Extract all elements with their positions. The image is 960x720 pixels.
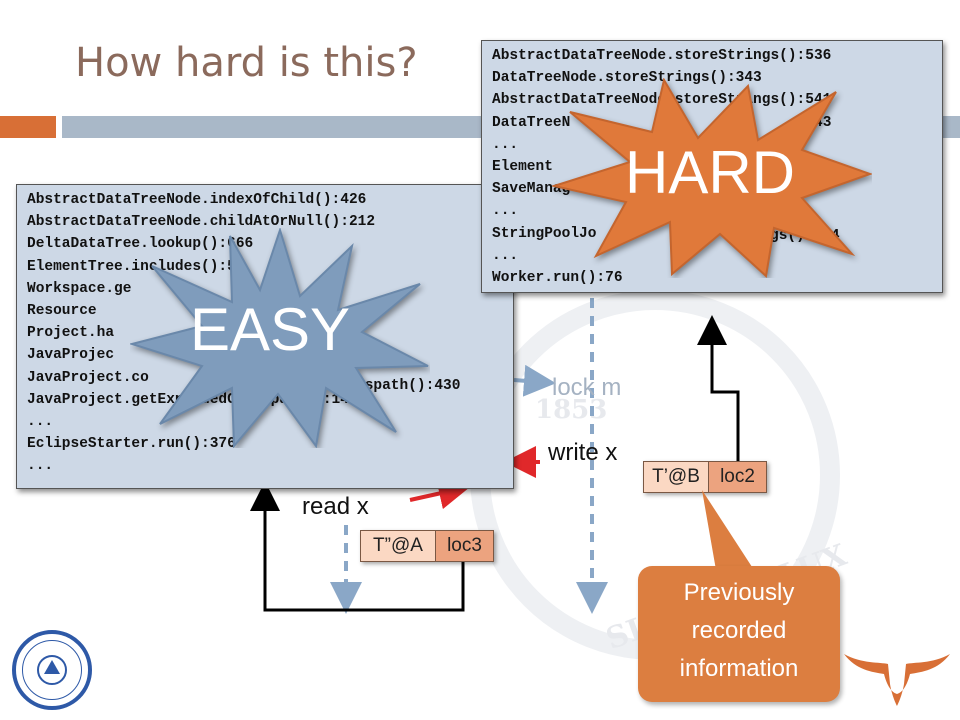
- easy-stack-line: Project.ha: [27, 325, 115, 342]
- callout-previously-recorded: Previously recorded information: [638, 566, 840, 702]
- hard-stack-line: DataTreeN: [492, 114, 571, 131]
- loc2-link: [697, 315, 740, 462]
- tag-b-loc: loc2: [709, 461, 767, 493]
- callout-pointer: [702, 490, 754, 570]
- slide-title: How hard is this?: [75, 40, 418, 86]
- callout-line-3: information: [679, 655, 799, 682]
- easy-stack-line: AbstractDataTreeNode.childAtOrNull():212: [27, 214, 376, 231]
- tag-a-loc: loc3: [436, 530, 494, 562]
- lock-label: lock m: [552, 374, 622, 401]
- tag-thread-b: T’@B loc2: [643, 461, 767, 493]
- hard-stack-line: Element: [492, 159, 553, 176]
- university-seal-logo: [12, 630, 92, 710]
- easy-stack-line: JavaProject.co: [27, 369, 149, 386]
- easy-stack-line: ...: [27, 458, 54, 475]
- write-label: write x: [548, 439, 618, 466]
- hard-stack-line: ...: [492, 203, 519, 220]
- easy-stack-line: Workspace.ge: [27, 280, 132, 297]
- hard-burst: [552, 78, 872, 278]
- easy-stack-line: JavaProjec: [27, 347, 115, 364]
- hard-stack-trace: AbstractDataTreeNode.storeStrings():536 …: [481, 40, 943, 293]
- hard-stack-line: ...: [492, 136, 519, 153]
- hard-stack-line: AbstractDataTreeNode.storeStrings():536: [492, 48, 832, 64]
- callout-line-2: recorded: [691, 617, 787, 644]
- hard-stack-line: SaveManag: [492, 181, 571, 198]
- longhorn-logo: [844, 654, 950, 706]
- seal-emblem-icon: [37, 655, 67, 685]
- easy-stack-line: EclipseStarter.run():376: [27, 436, 236, 453]
- tag-thread-a: T”@A loc3: [360, 530, 494, 562]
- hard-stack-line: Worker.run():76: [492, 270, 623, 287]
- watermark-year: 1853: [535, 395, 608, 425]
- hard-stack-line: StringPoolJo: [492, 225, 597, 242]
- tag-a-thread: T”@A: [360, 530, 436, 562]
- easy-stack-line: Resource: [27, 303, 97, 320]
- loc3-link: [250, 481, 465, 612]
- tag-b-thread: T’@B: [643, 461, 709, 493]
- read-write-arrow: [409, 477, 471, 510]
- accent-bar-orange: [0, 116, 56, 138]
- hard-stack-line: ...: [492, 289, 932, 292]
- easy-stack-line: AbstractDataTreeNode.indexOfChild():426: [27, 192, 367, 208]
- easy-stack-line: DeltaDataTree.lookup():666: [27, 236, 254, 253]
- easy-burst-label: EASY: [190, 296, 351, 363]
- easy-stack-line: ...: [27, 414, 54, 431]
- hard-stack-line: ...: [492, 247, 519, 264]
- lock-arrow: [513, 364, 556, 397]
- hard-stack-line: DataTreeNode.storeStrings():343: [492, 70, 762, 87]
- easy-stack-line: ElementTree.includes():5: [27, 258, 236, 275]
- callout-line-1: Previously: [683, 579, 795, 606]
- hard-burst-label: HARD: [625, 139, 796, 206]
- read-label: read x: [302, 493, 369, 520]
- easy-burst: [130, 228, 429, 448]
